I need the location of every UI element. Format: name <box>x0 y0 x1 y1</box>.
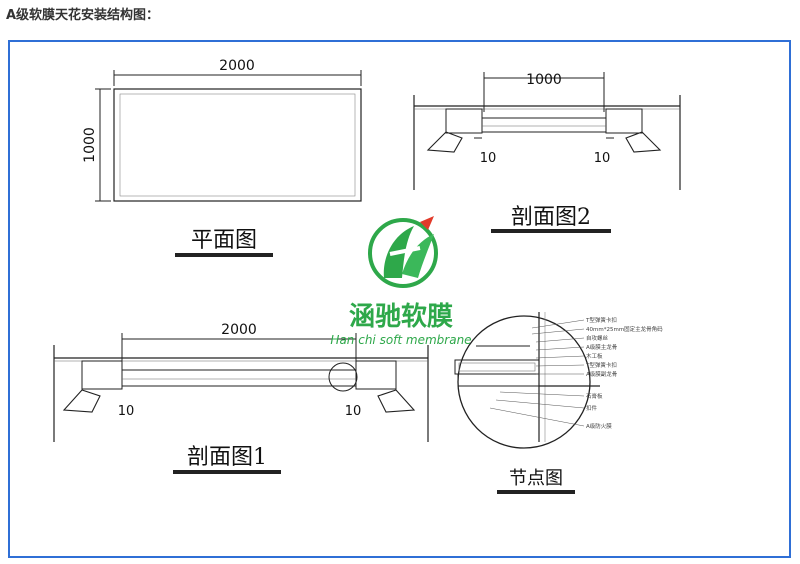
section-2-width-label: 1000 <box>526 72 562 88</box>
plan-inner-rectangle <box>119 93 356 197</box>
section-1-width-label: 2000 <box>221 322 257 338</box>
node-note: 扣件 <box>586 404 598 412</box>
node-note: T型弹簧卡扣 <box>585 361 617 369</box>
section-1-detail-circle <box>328 362 358 392</box>
plan-view <box>95 70 362 257</box>
plan-rectangle <box>113 88 362 202</box>
node-note: A级膜主龙骨 <box>586 343 618 351</box>
node-leader-lines <box>489 319 585 427</box>
brand-logo-icon <box>368 216 438 288</box>
node-detail <box>454 312 600 494</box>
section-1-gap-right-label: 10 <box>345 404 362 419</box>
section-2 <box>413 72 681 233</box>
section-1-right-trim <box>377 389 416 413</box>
node-note: A级膜副龙骨 <box>586 370 618 378</box>
node-note: A级防火膜 <box>586 422 612 430</box>
section-2-left-frame <box>445 108 483 134</box>
node-batten <box>454 359 540 375</box>
section-1-left-frame <box>81 360 123 390</box>
node-membrane-profile <box>457 374 539 387</box>
node-caption: 节点图 <box>509 468 563 489</box>
node-detail-circle <box>457 315 591 449</box>
page-title: A级软膜天花安装结构图： <box>6 8 160 23</box>
section-1-membrane-box <box>121 369 357 387</box>
node-note: 自攻螺丝 <box>586 334 609 342</box>
node-note: T型弹簧卡扣 <box>585 316 617 324</box>
section-2-caption: 剖面图2 <box>511 205 591 230</box>
node-note: 石膏板 <box>586 392 603 400</box>
section-2-right-frame <box>605 108 643 134</box>
brand-name-en: Han chi soft membrane <box>330 333 471 347</box>
section-1-gap-left-label: 10 <box>118 404 135 419</box>
section-2-right-trim <box>625 131 662 153</box>
plan-caption: 平面图 <box>191 228 257 253</box>
diagram-frame: 2000 1000 1000 10 10 2000 10 10 平面图 剖面图2… <box>8 40 791 558</box>
node-batten-inner <box>458 362 536 372</box>
section-1-right-frame <box>355 360 397 390</box>
installation-diagram: 2000 1000 1000 10 10 2000 10 10 平面图 剖面图2… <box>53 58 681 494</box>
section-1-left-trim <box>62 389 101 413</box>
node-note: 40mm*25mm固定主龙骨角码 <box>586 325 663 333</box>
section-2-left-trim <box>426 131 463 153</box>
section-1 <box>53 333 429 474</box>
section-1-caption: 剖面图1 <box>187 445 267 470</box>
section-2-gap-right-label: 10 <box>594 151 611 166</box>
section-2-gap-left-label: 10 <box>480 151 497 166</box>
node-note: 木工板 <box>586 352 603 360</box>
plan-height-label: 1000 <box>82 127 98 163</box>
brand-name-cn: 涵驰软膜 <box>349 302 453 332</box>
section-2-membrane-box <box>481 117 607 133</box>
plan-width-label: 2000 <box>219 58 255 74</box>
